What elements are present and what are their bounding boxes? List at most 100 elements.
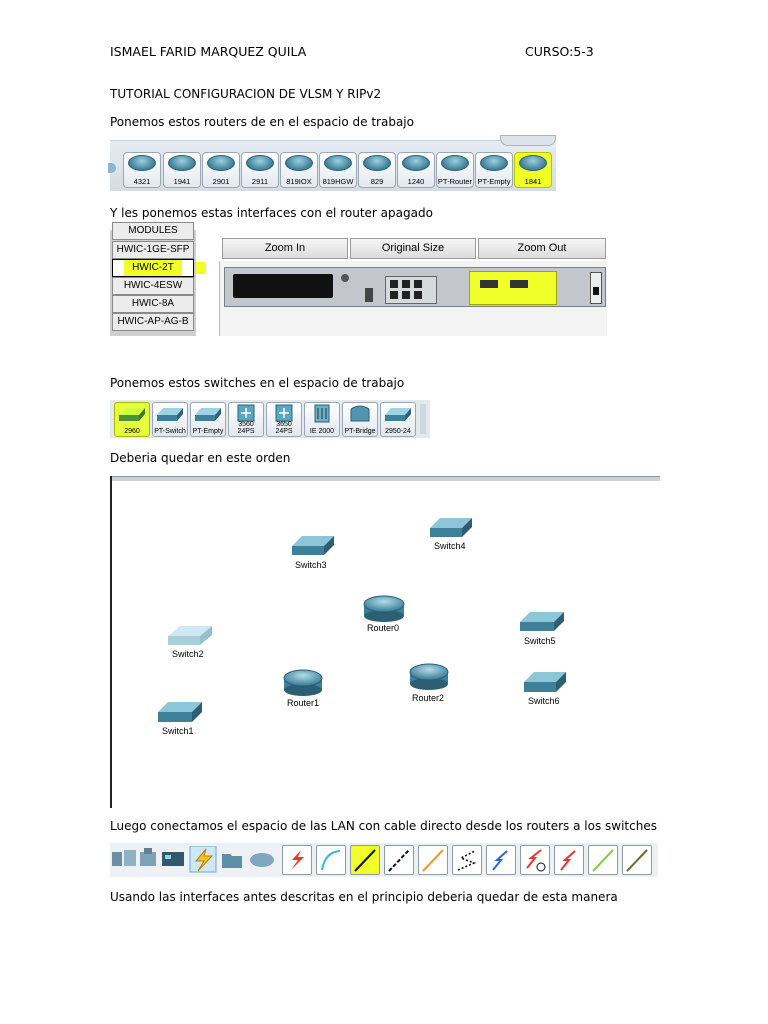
- router0-icon[interactable]: [363, 595, 405, 622]
- router2-label: Router2: [412, 693, 445, 703]
- cable-straight-button-selected[interactable]: [350, 845, 380, 875]
- iot-cable-icon: [626, 849, 648, 872]
- cable-serial-dte-button[interactable]: [554, 845, 584, 875]
- highlight-marker: [196, 262, 206, 274]
- router-icon: [402, 155, 430, 171]
- switch-pt-switch[interactable]: PT-Switch: [152, 402, 188, 437]
- cable-serial-dce-button[interactable]: [520, 845, 550, 875]
- router1-icon[interactable]: [283, 669, 323, 696]
- modules-header: MODULES: [112, 222, 194, 240]
- hwic-slot-highlighted: [469, 271, 557, 305]
- serial-dce-icon: [526, 849, 546, 872]
- router-chassis: [224, 267, 606, 307]
- wan-cloud-icon[interactable]: [250, 853, 274, 867]
- usb-port-icon: [365, 288, 373, 302]
- switch5-icon[interactable]: [520, 612, 564, 631]
- crossover-cable-icon: [388, 849, 410, 872]
- module-list: MODULES HWIC-1GE-SFP HWIC-2T HWIC-4ESW H…: [110, 222, 196, 336]
- router2-icon[interactable]: [409, 663, 449, 690]
- folder-icon[interactable]: [222, 854, 242, 868]
- router-819iox[interactable]: 819IOX: [280, 152, 318, 188]
- zoom-toolbar: Zoom In Original Size Zoom Out: [219, 238, 606, 260]
- serial-dte-icon: [560, 850, 576, 871]
- module-hwic-4esw[interactable]: HWIC-4ESW: [112, 277, 194, 295]
- cable-auto-button[interactable]: [282, 845, 312, 875]
- router-icon: [128, 155, 156, 171]
- end-devices-icon[interactable]: [112, 850, 136, 866]
- cable-phone-button[interactable]: [452, 845, 482, 875]
- strip-scroll-edge[interactable]: [420, 404, 426, 434]
- switch2-icon[interactable]: [168, 626, 212, 645]
- document-title: TUTORIAL CONFIGURACION DE VLSM Y RIPv2: [110, 87, 382, 101]
- cable-octal-button[interactable]: [588, 845, 618, 875]
- router-2911[interactable]: 2911: [241, 152, 279, 188]
- router-819hgw[interactable]: 819HGW: [319, 152, 357, 188]
- scroll-left-icon[interactable]: [108, 163, 116, 173]
- router-4321[interactable]: 4321: [123, 152, 161, 188]
- router-icon: [480, 155, 508, 171]
- original-size-button[interactable]: Original Size: [350, 238, 476, 259]
- router-1841-selected[interactable]: 1841: [514, 152, 552, 188]
- cable-crossover-button[interactable]: [384, 845, 414, 875]
- bridge-icon: [350, 405, 370, 422]
- router-icon: [246, 155, 274, 171]
- switch4-icon[interactable]: [430, 518, 472, 537]
- cable-coaxial-button[interactable]: [486, 845, 516, 875]
- zoom-out-button[interactable]: Zoom Out: [478, 238, 606, 259]
- module-hwic-ap-ag-b[interactable]: HWIC-AP-AG-B: [112, 313, 194, 331]
- octal-cable-icon: [592, 849, 614, 872]
- module-hwic-2t[interactable]: HWIC-2T: [112, 259, 194, 277]
- switch-2950-24[interactable]: 2950-24: [380, 402, 416, 437]
- router-pt-empty[interactable]: PT-Empty: [475, 152, 513, 188]
- router-icon: [519, 155, 547, 171]
- switch1-icon[interactable]: [158, 702, 202, 722]
- module-hwic-1ge-sfp[interactable]: HWIC-1GE-SFP: [112, 241, 194, 259]
- connection-toolbar: [110, 843, 658, 877]
- connections-lightning-icon[interactable]: [194, 848, 214, 872]
- router-2901[interactable]: 2901: [202, 152, 240, 188]
- industrial-switch-icon: [314, 404, 330, 423]
- switch-device-strip: 2960 PT-Switch PT-Empty 3560 24PS 3650 2…: [110, 400, 430, 438]
- device-category-icons: [112, 846, 274, 873]
- router-icon: [441, 155, 469, 171]
- switch6-icon[interactable]: [524, 672, 566, 692]
- cable-fiber-button[interactable]: [418, 845, 448, 875]
- multilayer-switch-icon: [237, 404, 255, 422]
- switch-3650[interactable]: 3650 24PS: [266, 402, 302, 437]
- interfaces-caption: Y les ponemos estas interfaces con el ro…: [110, 206, 433, 220]
- router-icon: [168, 155, 196, 171]
- router-icon: [363, 155, 391, 171]
- module-hwic-8a[interactable]: HWIC-8A: [112, 295, 194, 313]
- switch-2960-selected[interactable]: 2960: [114, 402, 150, 437]
- router0-label: Router0: [367, 623, 400, 633]
- module-hwic-2t-label: HWIC-2T: [124, 260, 182, 276]
- switch3-icon[interactable]: [292, 536, 334, 555]
- power-switch-icon: [590, 272, 602, 304]
- switch-pt-empty[interactable]: PT-Empty: [190, 402, 226, 437]
- topology-workspace: Switch4 Switch3 Router0 Switch5 Switch2 …: [110, 476, 660, 808]
- switch-icon: [385, 408, 411, 421]
- switch-pt-bridge[interactable]: PT-Bridge: [342, 402, 378, 437]
- router-829[interactable]: 829: [358, 152, 396, 188]
- router-1240[interactable]: 1240: [397, 152, 435, 188]
- switch-3560[interactable]: 3560 24PS: [228, 402, 264, 437]
- auto-cable-icon: [291, 850, 304, 870]
- zoom-in-button[interactable]: Zoom In: [222, 238, 348, 259]
- router-pt-router[interactable]: PT-Router: [436, 152, 474, 188]
- components-icon[interactable]: [140, 848, 156, 866]
- straight-cable-icon: [354, 849, 376, 872]
- router1-label: Router1: [287, 698, 320, 708]
- switch4-label: Switch4: [434, 541, 466, 551]
- device-physical-view: [219, 261, 607, 336]
- multiuser-icon[interactable]: [162, 852, 184, 866]
- router-1941[interactable]: 1941: [163, 152, 201, 188]
- result-caption: Usando las interfaces antes descritas en…: [110, 890, 618, 904]
- slot-blank: [233, 274, 333, 298]
- switch-icon: [195, 408, 221, 421]
- author-name: ISMAEL FARID MARQUEZ QUILA: [110, 44, 307, 59]
- order-caption: Deberia quedar en este orden: [110, 451, 291, 465]
- cable-iot-button[interactable]: [622, 845, 652, 875]
- switch-ie-2000[interactable]: IE 2000: [304, 402, 340, 437]
- switch6-label: Switch6: [528, 696, 560, 706]
- cable-console-button[interactable]: [316, 845, 346, 875]
